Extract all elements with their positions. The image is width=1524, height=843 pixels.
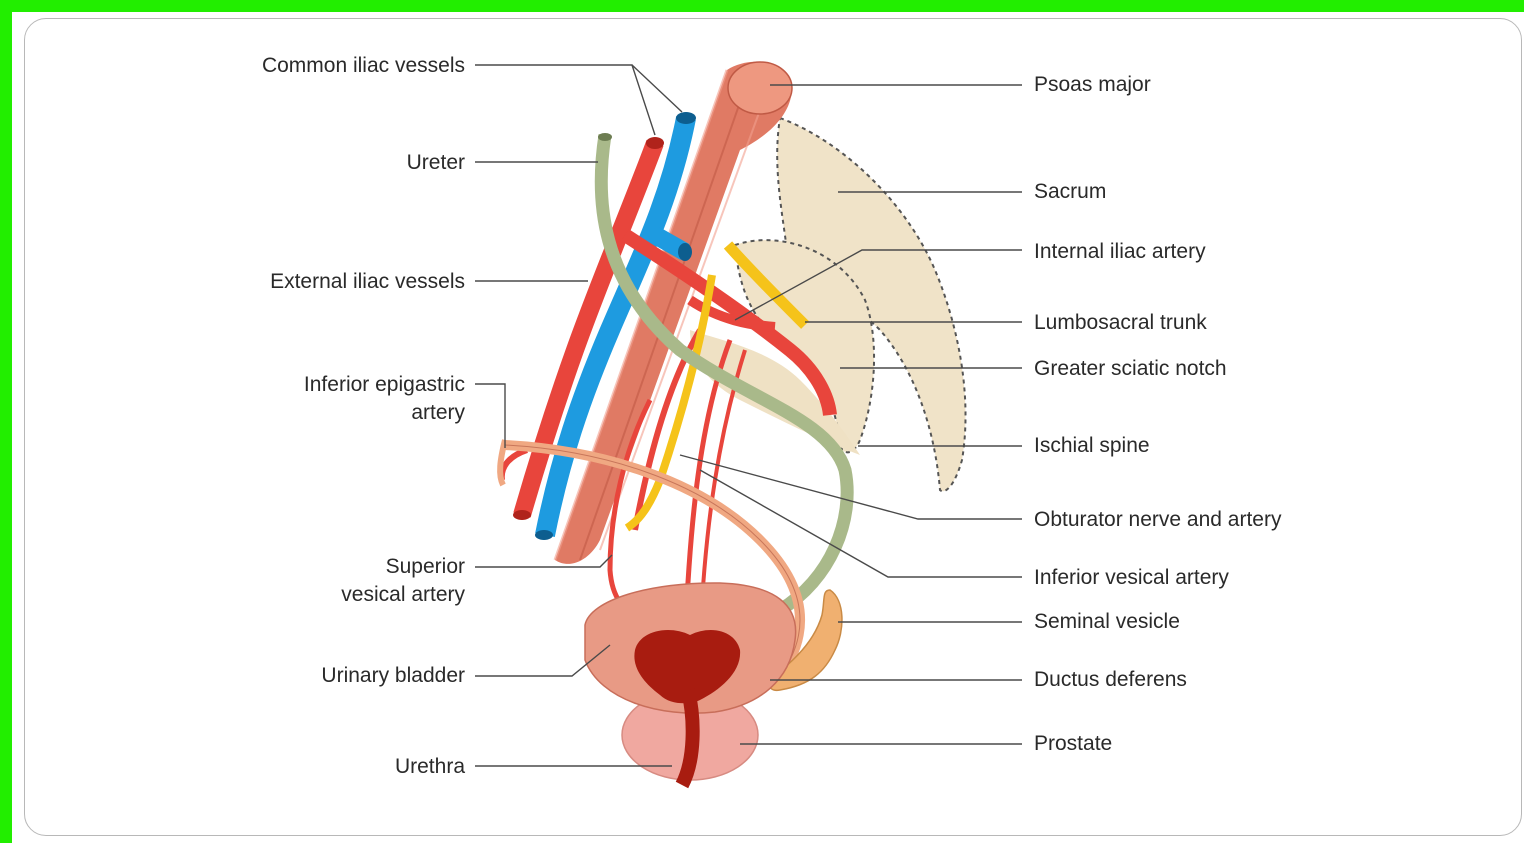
label-seminal-vesicle: Seminal vesicle [1034,610,1180,633]
label-superior-vesical-line2: vesical artery [341,583,465,606]
label-obturator-nerve-and-artery: Obturator nerve and artery [1034,508,1282,531]
label-greater-sciatic-notch: Greater sciatic notch [1034,357,1227,380]
label-ischial-spine: Ischial spine [1034,434,1150,457]
label-psoas-major: Psoas major [1034,73,1151,96]
label-ductus-deferens: Ductus deferens [1034,668,1187,691]
label-ureter: Ureter [407,151,465,174]
label-inferior-vesical-artery: Inferior vesical artery [1034,566,1229,589]
label-inferior-epigastric-line1: Inferior epigastric [304,373,465,396]
label-lumbosacral-trunk: Lumbosacral trunk [1034,311,1207,334]
label-sacrum: Sacrum [1034,180,1106,203]
label-external-iliac-vessels: External iliac vessels [270,270,465,293]
label-inferior-epigastric-line2: artery [411,401,465,424]
label-superior-vesical-line1: Superior [386,555,465,578]
label-prostate: Prostate [1034,732,1112,755]
label-urinary-bladder: Urinary bladder [321,664,465,687]
label-urethra: Urethra [395,755,465,778]
label-internal-iliac-artery: Internal iliac artery [1034,240,1206,263]
label-common-iliac-vessels: Common iliac vessels [262,54,465,77]
